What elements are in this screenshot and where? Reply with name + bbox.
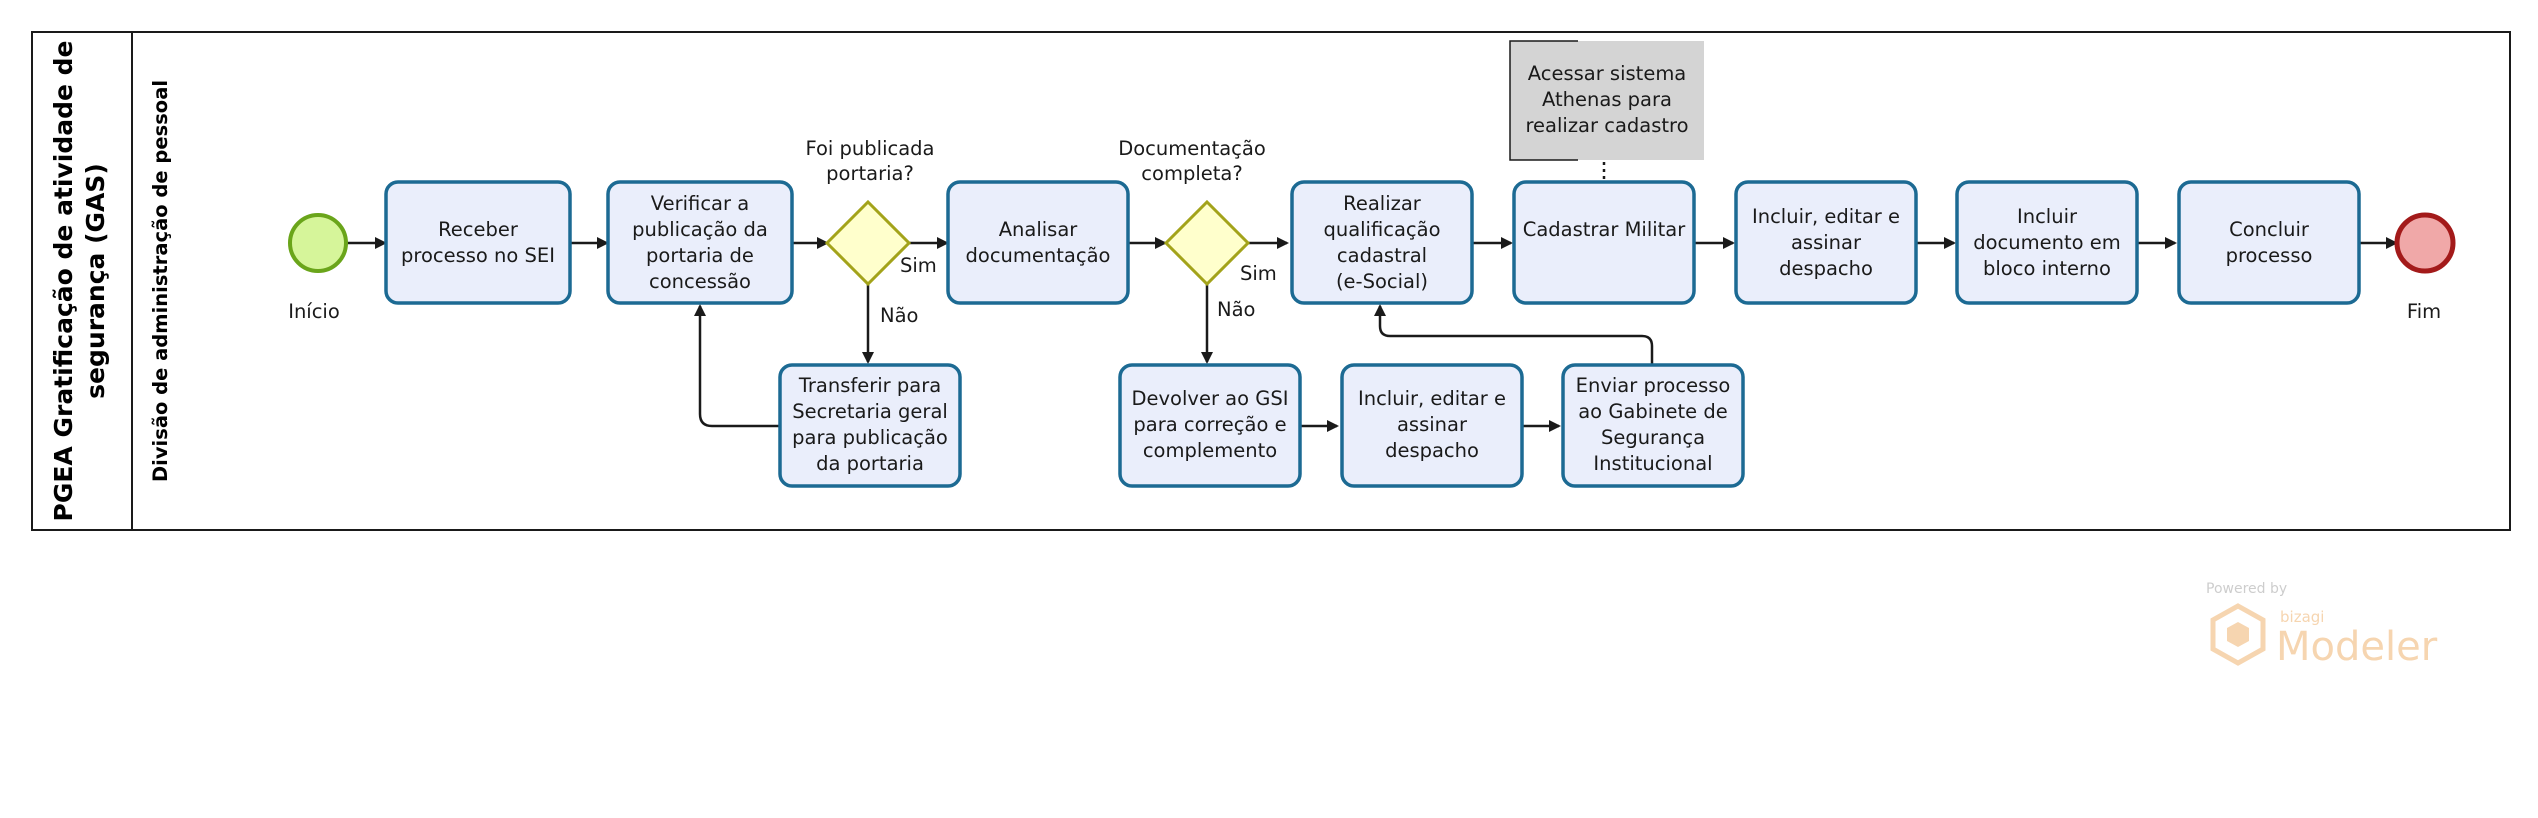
task-devolver-gsi-line-3: complemento: [1143, 439, 1277, 462]
task-verificar-publicacao-line-3: portaria de: [646, 244, 754, 267]
end-event[interactable]: Fim: [2394, 212, 2456, 323]
pool-title-line-2: segurança (GAS): [81, 163, 110, 399]
task-transferir-secretaria-line-2: Secretaria geral: [792, 400, 948, 423]
gateway-documentacao-no-label: Não: [1217, 298, 1255, 321]
task-incluir-documento-line-3: bloco interno: [1983, 257, 2111, 280]
task-enviar-processo-line-4: Institucional: [1593, 452, 1712, 475]
gateway-portaria-no-label: Não: [880, 304, 918, 327]
task-realizar-qualificacao-line-3: cadastral: [1337, 244, 1427, 267]
task-realizar-qualificacao-line-1: Realizar: [1343, 192, 1422, 215]
flow-transferir-to-verificar: [694, 304, 779, 428]
annotation-line-3: realizar cadastro: [1525, 114, 1688, 137]
task-verificar-publicacao[interactable]: Verificar a publicação da portaria de co…: [606, 180, 794, 305]
watermark-powered-by: Powered by: [2206, 581, 2287, 597]
task-receber-processo-line-2: processo no SEI: [401, 244, 555, 267]
task-incluir-despacho-2-line-1: Incluir, editar e: [1752, 205, 1900, 228]
task-transferir-secretaria-line-4: da portaria: [816, 452, 924, 475]
task-enviar-processo-line-3: Segurança: [1601, 426, 1705, 449]
gateway-portaria-yes-label: Sim: [900, 254, 937, 277]
text-annotation[interactable]: Acessar sistema Athenas para realizar ca…: [1509, 40, 1704, 161]
lane-title-text: Divisão de administração de pessoal: [149, 80, 172, 482]
task-transferir-secretaria[interactable]: Transferir para Secretaria geral para pu…: [778, 363, 962, 488]
gateway-portaria[interactable]: Foi publicada portaria? Sim Não: [805, 137, 936, 327]
task-enviar-processo-line-2: ao Gabinete de: [1578, 400, 1728, 423]
gateway-documentacao[interactable]: Documentação completa? Sim Não: [1118, 137, 1277, 321]
start-event[interactable]: Início: [288, 213, 348, 323]
task-analisar-documentacao[interactable]: Analisar documentação: [946, 180, 1130, 305]
connectors: [347, 162, 2398, 432]
task-incluir-despacho-2-line-2: assinar: [1791, 231, 1862, 254]
task-concluir-processo-line-2: processo: [2226, 244, 2313, 267]
task-analisar-documentacao-line-1: Analisar: [999, 218, 1079, 241]
task-verificar-publicacao-line-1: Verificar a: [651, 192, 749, 215]
end-event-label: Fim: [2407, 300, 2441, 323]
pool-title-line-1: PGEA Gratificação de atividade de: [49, 41, 78, 522]
task-incluir-documento-line-1: Incluir: [2017, 205, 2078, 228]
task-verificar-publicacao-line-4: concessão: [649, 270, 751, 293]
task-realizar-qualificacao-line-2: qualificação: [1323, 218, 1440, 241]
gateway-documentacao-question-2: completa?: [1141, 162, 1242, 185]
task-enviar-processo[interactable]: Enviar processo ao Gabinete de Segurança…: [1561, 363, 1745, 488]
task-devolver-gsi-line-1: Devolver ao GSI: [1132, 387, 1289, 410]
bizagi-watermark: Powered by bizagi Modeler: [2206, 581, 2438, 670]
task-incluir-documento[interactable]: Incluir documento em bloco interno: [1955, 180, 2139, 305]
gateway-portaria-question-2: portaria?: [826, 162, 914, 185]
task-incluir-despacho-1-line-2: assinar: [1397, 413, 1468, 436]
task-transferir-secretaria-line-1: Transferir para: [798, 374, 941, 397]
task-realizar-qualificacao[interactable]: Realizar qualificação cadastral (e-Socia…: [1290, 180, 1474, 305]
pool-title: PGEA Gratificação de atividade de segura…: [49, 41, 110, 522]
annotation-line-2: Athenas para: [1542, 88, 1672, 111]
task-devolver-gsi[interactable]: Devolver ao GSI para correção e compleme…: [1118, 363, 1302, 488]
task-enviar-processo-line-1: Enviar processo: [1576, 374, 1731, 397]
task-incluir-despacho-2-line-3: despacho: [1779, 257, 1873, 280]
watermark-brand-large: Modeler: [2276, 624, 2438, 670]
task-incluir-despacho-2[interactable]: Incluir, editar e assinar despacho: [1734, 180, 1918, 305]
task-analisar-documentacao-line-2: documentação: [966, 244, 1111, 267]
task-transferir-secretaria-line-3: para publicação: [792, 426, 948, 449]
task-receber-processo[interactable]: Receber processo no SEI: [384, 180, 572, 305]
task-incluir-despacho-1-line-1: Incluir, editar e: [1358, 387, 1506, 410]
task-realizar-qualificacao-line-4: (e-Social): [1336, 270, 1428, 293]
gateway-documentacao-yes-label: Sim: [1240, 262, 1277, 285]
task-concluir-processo[interactable]: Concluir processo: [2177, 180, 2361, 305]
task-verificar-publicacao-line-2: publicação da: [632, 218, 768, 241]
start-event-label: Início: [288, 300, 340, 323]
task-receber-processo-line-1: Receber: [438, 218, 519, 241]
task-incluir-despacho-1[interactable]: Incluir, editar e assinar despacho: [1340, 363, 1524, 488]
task-concluir-processo-line-1: Concluir: [2229, 218, 2310, 241]
gateway-documentacao-question-1: Documentação: [1118, 137, 1266, 160]
lane-title: Divisão de administração de pessoal: [149, 80, 172, 482]
annotation-line-1: Acessar sistema: [1528, 62, 1687, 85]
flow-enviar-to-realizar: [1374, 304, 1654, 364]
task-cadastrar-militar-line-1: Cadastrar Militar: [1523, 218, 1687, 241]
task-cadastrar-militar[interactable]: Cadastrar Militar: [1512, 180, 1696, 305]
bizagi-logo-icon: [2210, 603, 2266, 666]
gateway-portaria-question-1: Foi publicada: [805, 137, 934, 160]
task-incluir-documento-line-2: documento em: [1973, 231, 2121, 254]
watermark-brand-small: bizagi: [2280, 608, 2324, 626]
task-incluir-despacho-1-line-3: despacho: [1385, 439, 1479, 462]
task-devolver-gsi-line-2: para correção e: [1133, 413, 1286, 436]
